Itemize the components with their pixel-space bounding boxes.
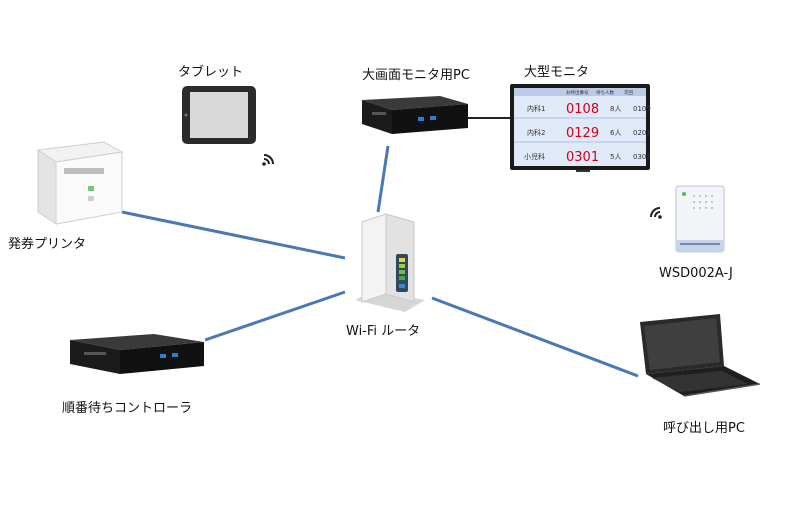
display-pc-device <box>362 96 468 134</box>
monitor-row-number: 0301 <box>566 150 599 165</box>
monitor-screen: お呼出番号 待ち人数 次回 内科1 0108 8人 0109 内科2 0129 … <box>524 89 651 165</box>
call-pc-device <box>640 314 761 397</box>
call-pc-label: 呼び出し用PC <box>663 421 745 436</box>
monitor-row-waiting: 5人 <box>610 153 621 161</box>
monitor-row-number: 0108 <box>566 102 599 117</box>
monitor-header-waiting: 待ち人数 <box>596 89 614 96</box>
router-device <box>355 213 425 312</box>
monitor-row-dept: 小児科 <box>524 152 545 161</box>
ticket-printer-device <box>36 141 124 225</box>
wifi-signal-icon <box>262 154 274 166</box>
router-label: Wi-Fi ルータ <box>346 324 421 339</box>
queue-controller-label: 順番待ちコントローラ <box>62 401 193 416</box>
queue-controller-device <box>70 334 204 374</box>
wsd-device <box>675 185 725 253</box>
link-displaypc-router <box>376 145 390 213</box>
monitor-row-next: 0302 <box>633 153 651 161</box>
monitor-row-next: 0201 <box>633 129 651 137</box>
monitor-row-dept: 内科2 <box>527 128 545 137</box>
monitor-row-waiting: 6人 <box>610 129 621 137</box>
monitor-row-waiting: 8人 <box>610 105 621 113</box>
tablet-label: タブレット <box>178 65 244 80</box>
display-pc-label: 大画面モニタ用PC <box>362 68 470 83</box>
monitor-row-dept: 内科1 <box>527 104 545 113</box>
tablet-device <box>182 86 256 144</box>
ticket-printer-label: 発券プリンタ <box>8 237 87 252</box>
monitor-row-next: 0109 <box>633 105 651 113</box>
monitor-row-number: 0129 <box>566 126 599 141</box>
link-router-callpc <box>431 296 639 378</box>
monitor-header-next: 次回 <box>624 89 633 96</box>
wifi-signal-icon <box>650 207 662 219</box>
link-printer-router <box>121 210 346 260</box>
large-monitor-label: 大型モニタ <box>524 65 590 80</box>
monitor-header-number: お呼出番号 <box>566 89 589 96</box>
wsd-label: WSD002A-J <box>659 266 733 281</box>
large-monitor-device <box>510 84 650 172</box>
link-controller-router <box>204 290 346 342</box>
